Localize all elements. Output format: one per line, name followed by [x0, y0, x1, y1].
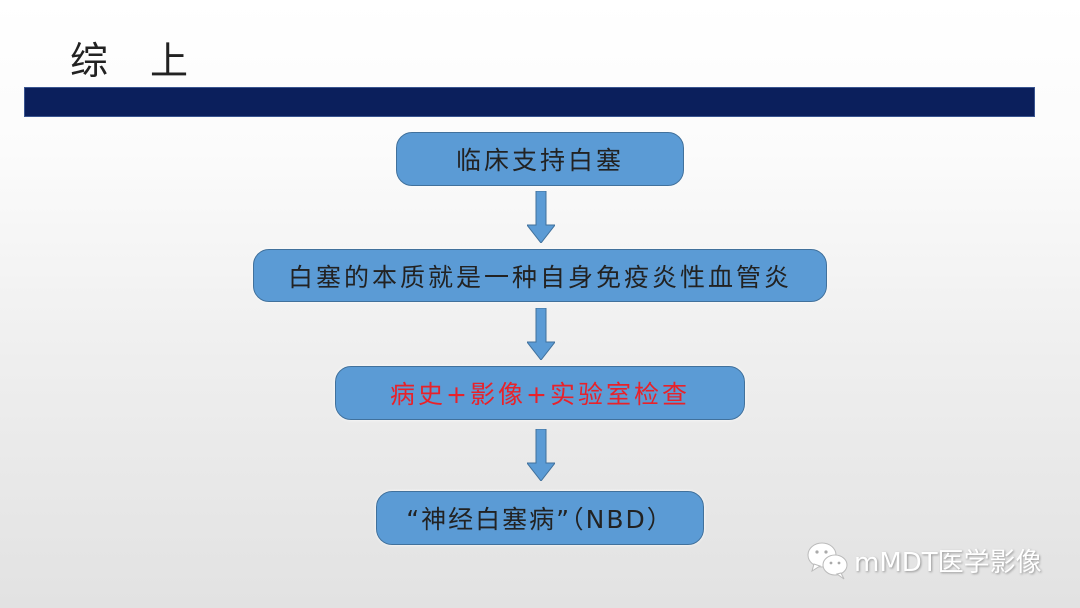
down-arrow-icon	[527, 191, 555, 243]
flow-step-diagnosis-basis: 病史+影像+实验室检查	[335, 366, 745, 420]
flow-step-clinical-support: 临床支持白塞	[396, 132, 684, 186]
flow-step-label: 临床支持白塞	[455, 146, 624, 175]
title-char-2: 上	[150, 39, 189, 83]
wechat-icon	[807, 542, 848, 580]
flow-step-label: “神经白塞病”（NBD）	[406, 505, 674, 534]
header-divider-bar	[24, 87, 1035, 117]
down-arrow-icon	[527, 429, 555, 481]
flow-step-label: 病史+影像+实验室检查	[390, 380, 690, 409]
watermark-text: mMDT医学影像	[854, 547, 1042, 578]
title-char-1: 综	[70, 39, 109, 83]
slide-title: 综上	[70, 38, 188, 84]
flow-step-nbd: “神经白塞病”（NBD）	[376, 491, 704, 545]
flow-step-essence: 白塞的本质就是一种自身免疫炎性血管炎	[253, 249, 827, 302]
down-arrow-icon	[527, 308, 555, 360]
watermark: mMDT医学影像	[806, 540, 1042, 580]
flow-step-label: 白塞的本质就是一种自身免疫炎性血管炎	[287, 262, 792, 292]
